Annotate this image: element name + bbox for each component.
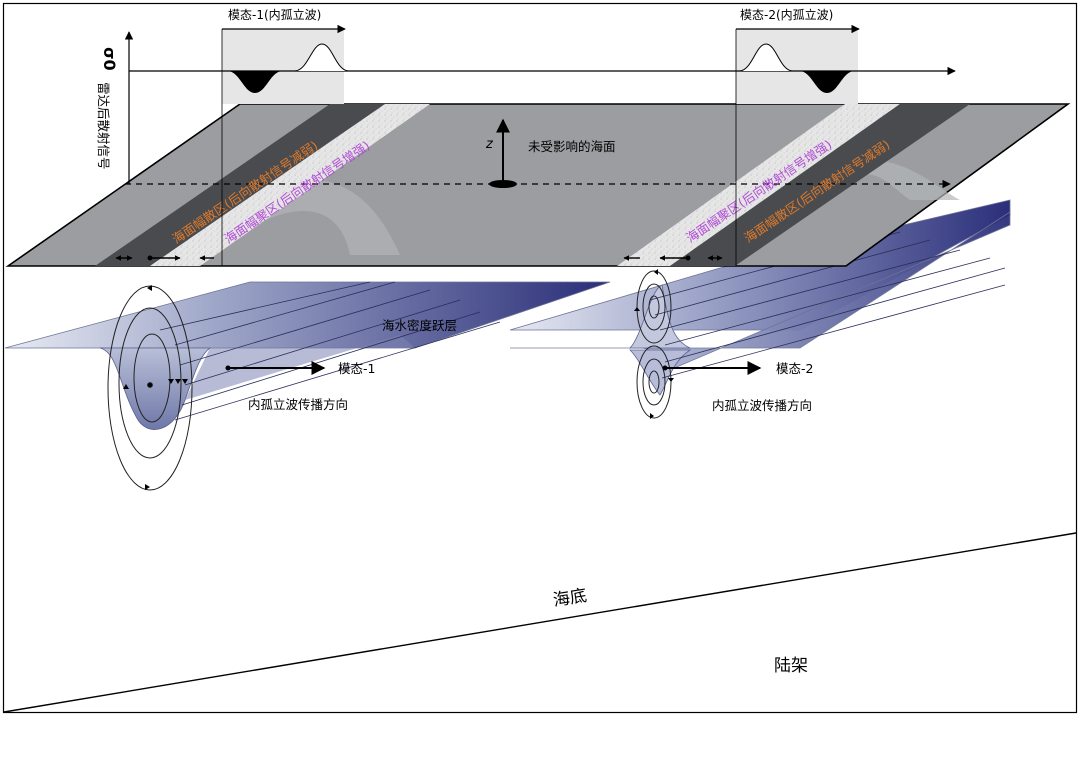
convergence-band-right bbox=[617, 104, 900, 266]
convergence-band-left bbox=[150, 104, 430, 266]
mode2-arrow-label: 模态-2 bbox=[776, 361, 813, 376]
mode2-title: 模态-2(内孤立波) bbox=[740, 7, 833, 22]
seabed-slope-line bbox=[3, 532, 1077, 713]
mode1-signal-trough bbox=[228, 71, 282, 93]
mode2-propagation-origin bbox=[662, 365, 668, 371]
mode2-signal-crest bbox=[739, 43, 793, 72]
pycnocline-sheet-left-body bbox=[4, 281, 611, 349]
pycnocline-label: 海水密度跃层 bbox=[382, 318, 457, 333]
mode1-propagation-origin bbox=[225, 365, 231, 371]
divergence-band-right bbox=[670, 104, 970, 266]
mode2-signal-trough bbox=[800, 71, 854, 93]
left-sheet-lines bbox=[159, 281, 501, 421]
mode1-vortex-arrows bbox=[123, 285, 188, 490]
mode1-arrow-label: 模态-1 bbox=[338, 361, 375, 376]
seabed-label: 海底 bbox=[552, 586, 589, 611]
shelf-label: 陆架 bbox=[774, 656, 808, 676]
divergence-band-left bbox=[95, 104, 385, 266]
radar-axis-label: 雷达后散射信号 bbox=[96, 82, 111, 170]
surface-undulation-right bbox=[860, 160, 960, 200]
propagation-left-label: 内孤立波传播方向 bbox=[248, 397, 348, 412]
sigma0-label: σ0 bbox=[100, 47, 119, 71]
mode1-title: 模态-1(内孤立波) bbox=[228, 7, 321, 22]
figure-frame bbox=[2, 2, 1078, 714]
undisturbed-surface-label: 未受影响的海面 bbox=[528, 139, 616, 154]
z-axis-label: z bbox=[485, 137, 494, 152]
mode1-trough-ridge bbox=[185, 335, 415, 400]
mode1-vortex bbox=[107, 285, 193, 491]
surface-flow-arrows-left bbox=[115, 255, 214, 261]
mode1-signal-crest bbox=[294, 43, 349, 72]
mode1-trough bbox=[99, 347, 212, 430]
propagation-right-label: 内孤立波传播方向 bbox=[712, 398, 812, 413]
surface-flow-arrows-right bbox=[623, 255, 723, 261]
mode2-vortex-arrows bbox=[634, 269, 674, 419]
